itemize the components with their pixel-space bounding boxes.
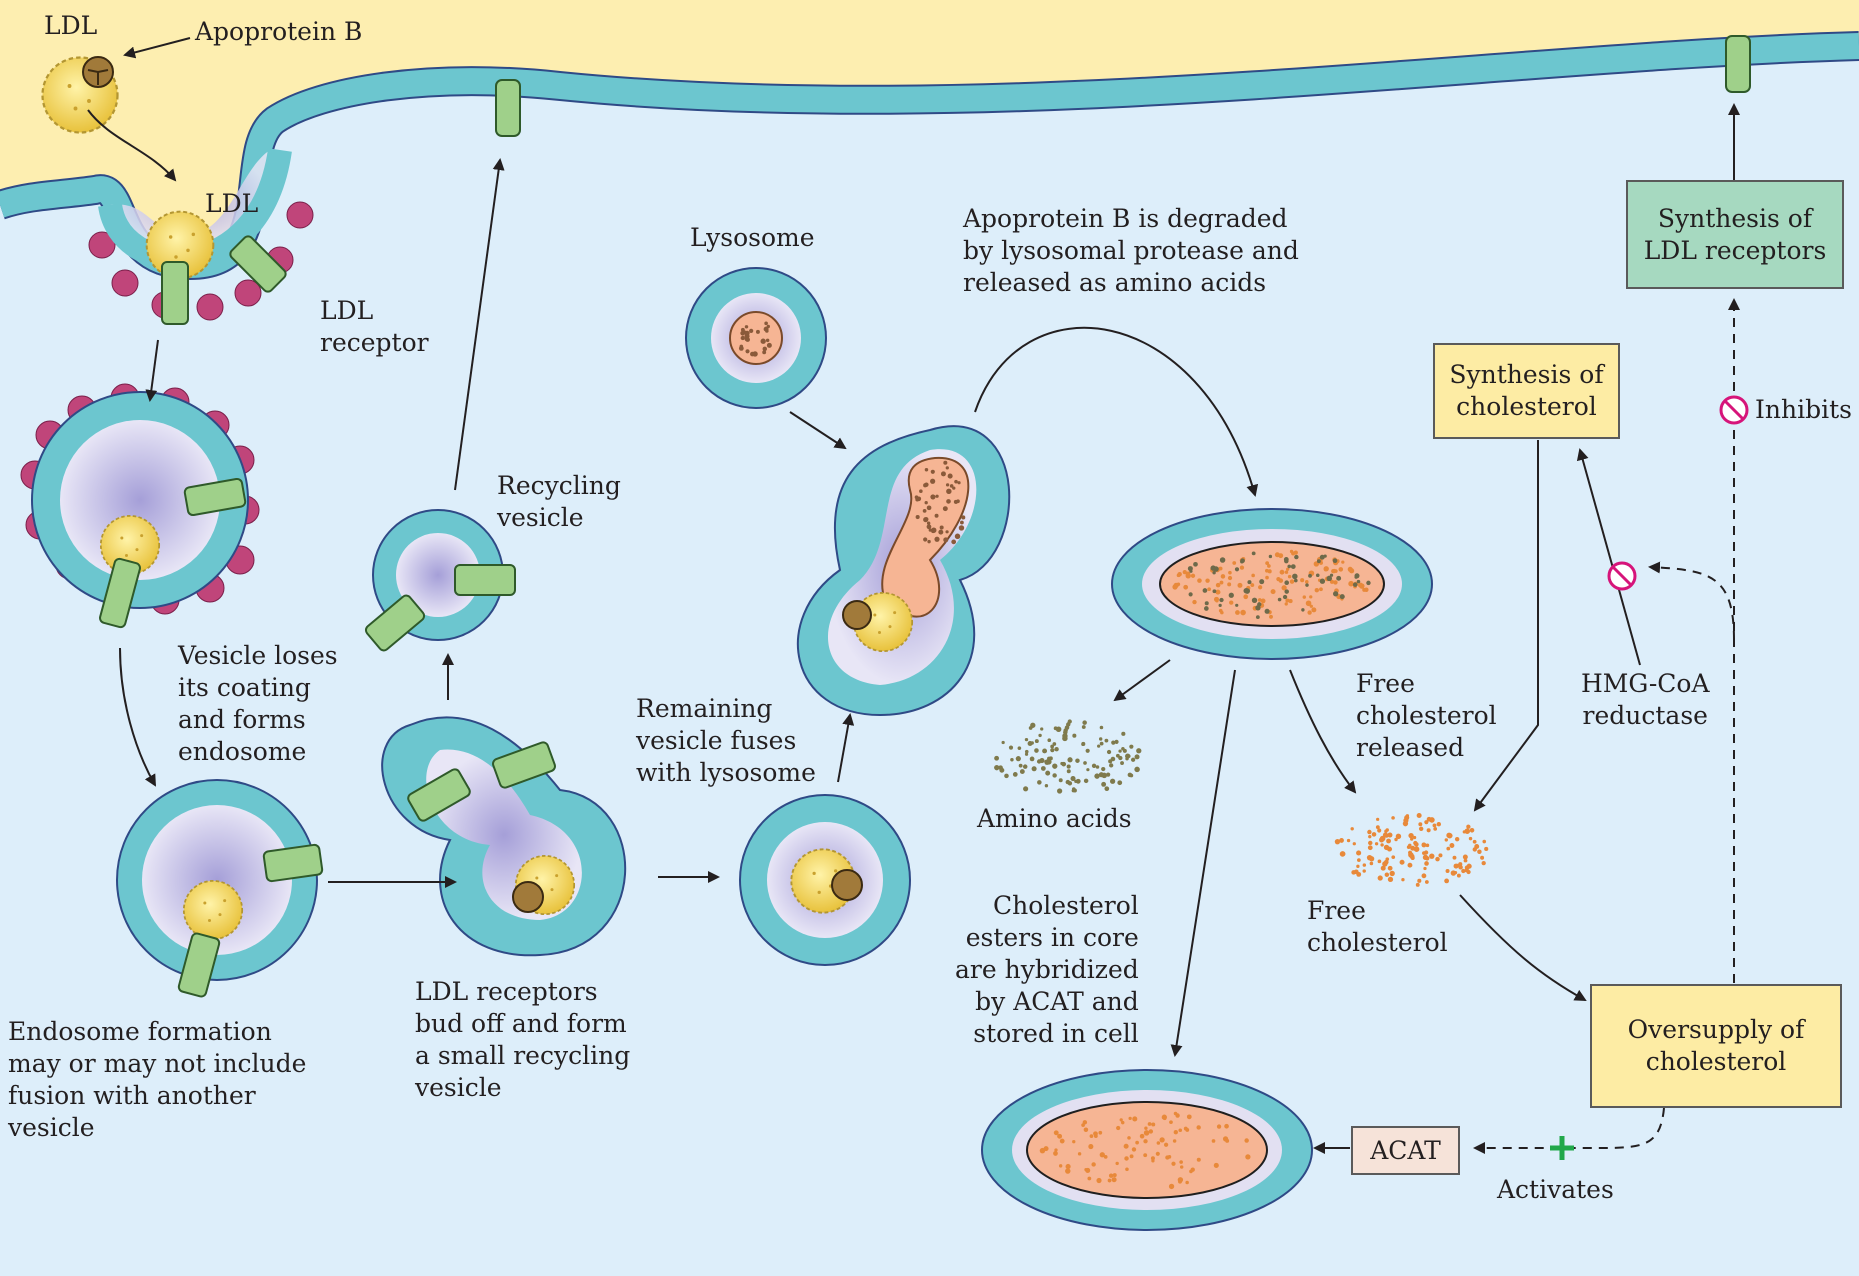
free-cholesterol-cloud — [1334, 812, 1489, 887]
box-synthesis-ldl-receptors: Synthesis of LDL receptors — [1626, 180, 1844, 289]
label-endosome-formation: Endosome formation may or may not includ… — [8, 1017, 307, 1142]
coated-vesicle — [20, 383, 260, 629]
pit-receptor-2 — [229, 235, 287, 293]
box-acat: ACAT — [1351, 1126, 1460, 1175]
dashed-inhibit-hmg — [1648, 561, 1735, 641]
arrow-to-esters — [1170, 669, 1236, 1057]
label-esters: Cholesterol esters in core are hybridize… — [955, 891, 1139, 1048]
recycling-vesicle — [364, 509, 516, 652]
label-ldl-receptor: LDL receptor — [320, 296, 429, 357]
stored-esters-droplet — [981, 1069, 1313, 1231]
arrow-to-amino-acids — [1113, 659, 1171, 702]
label-activates: Activates — [1497, 1175, 1614, 1204]
lysosome — [685, 267, 827, 409]
arrow-apob — [123, 37, 191, 59]
label-remaining-fuses: Remaining vesicle fuses with lysosome — [636, 694, 816, 787]
label-free-chol-released: Free cholesterol released — [1356, 669, 1497, 762]
arrow-recycling-to-membrane — [454, 158, 505, 491]
ldl-particle — [41, 56, 119, 134]
amino-acids-cloud — [994, 719, 1142, 794]
label-inhibits: Inhibits — [1755, 395, 1852, 424]
lysosome-digesting — [1111, 508, 1433, 660]
dashed-activate-acat — [1473, 1107, 1665, 1154]
budding-vesicle — [381, 716, 627, 957]
label-apoprotein-b: Apoprotein B — [195, 17, 363, 46]
arrow-fusion-to-lysosome — [974, 326, 1259, 497]
membrane-receptor-right — [1725, 35, 1751, 93]
arrow-ldl-to-pit — [87, 109, 177, 182]
label-vesicle-loses: Vesicle loses its coating and forms endo… — [178, 641, 338, 766]
label-lysosome: Lysosome — [690, 223, 815, 252]
label-apob-degraded: Apoprotein B is degraded by lysosomal pr… — [963, 204, 1299, 297]
lysosome-contents-grey — [1187, 551, 1371, 620]
label-amino-acids: Amino acids — [977, 804, 1132, 833]
arrow-free-to-oversupply — [1459, 894, 1587, 1001]
membrane-receptor — [495, 79, 521, 137]
label-recycling-vesicle: Recycling vesicle — [497, 471, 621, 532]
remaining-vesicle — [739, 794, 911, 966]
fusing-lysosome — [796, 425, 1011, 717]
inhibit-symbol-hmg — [1607, 561, 1637, 591]
lysosome-core-dots — [738, 321, 772, 357]
arrow-remaining-to-fusion — [837, 713, 855, 783]
endosome — [116, 779, 324, 998]
box-oversupply: Oversupply of cholesterol — [1590, 984, 1842, 1108]
label-ldl-top: LDL — [44, 11, 98, 40]
arrow-to-free-cholesterol — [1289, 669, 1357, 794]
inhibit-symbol — [1719, 395, 1749, 425]
label-free-cholesterol: Free cholesterol — [1307, 896, 1448, 957]
arrow-hmg-to-synthesis — [1576, 448, 1641, 666]
activate-symbol — [1550, 1136, 1574, 1160]
label-ldl-receptors-bud: LDL receptors bud off and form a small r… — [415, 977, 631, 1102]
label-ldl-pit: LDL — [205, 189, 259, 218]
box-synthesis-cholesterol: Synthesis of cholesterol — [1433, 343, 1620, 439]
label-hmg-coa: HMG-CoA reductase — [1581, 669, 1710, 730]
pit-receptor-1 — [161, 261, 189, 325]
droplet-contents — [1039, 1111, 1251, 1190]
arrow-synthesis-to-free — [1473, 440, 1539, 812]
arrow-lysosome-to-fusion — [789, 411, 847, 450]
fusing-core-dots — [914, 460, 966, 545]
arrow-pit-to-vesicle — [145, 339, 159, 402]
arrow-vesicle-to-endosome — [119, 647, 156, 787]
